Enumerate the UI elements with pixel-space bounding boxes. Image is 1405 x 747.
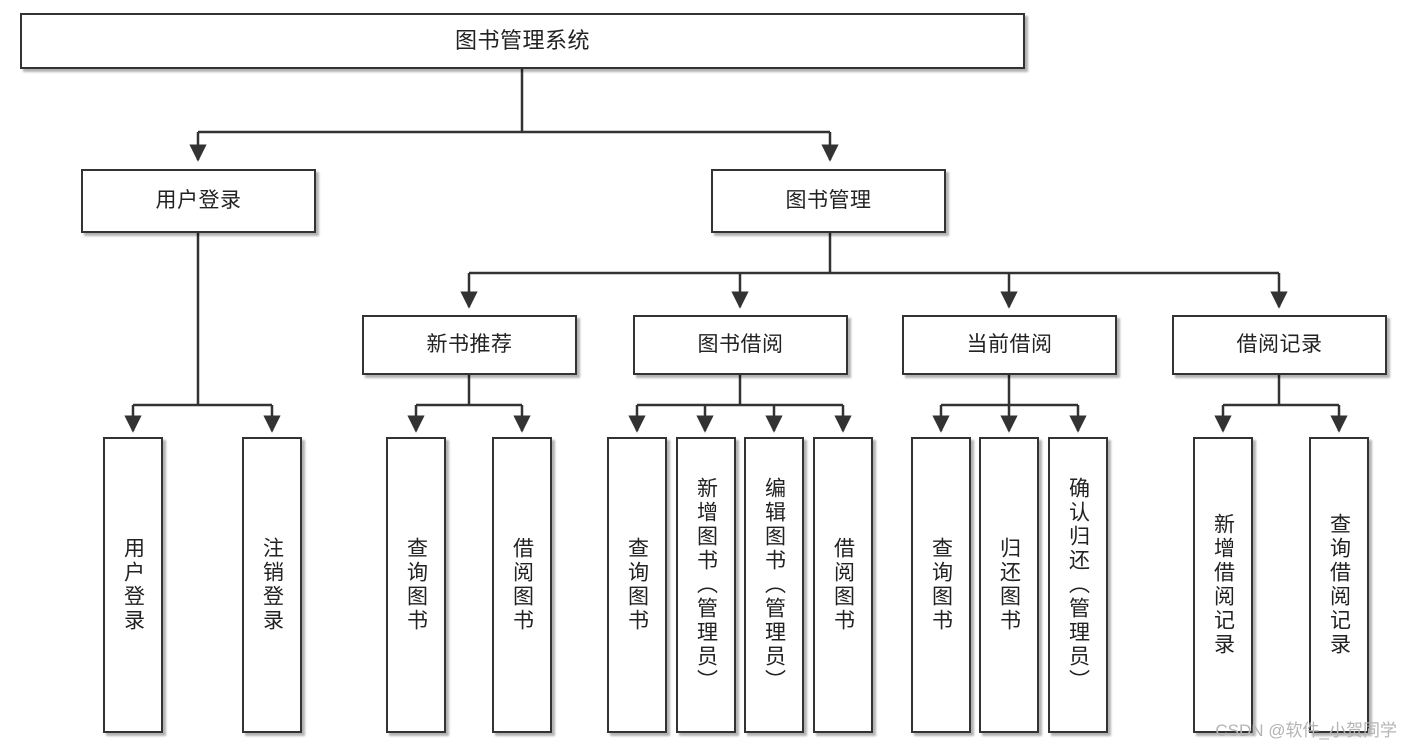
node-current-borrow[interactable]: 当前借阅: [902, 315, 1117, 375]
node-label: 确认归还（管理员）: [1066, 477, 1090, 693]
node-label: 图书借阅: [697, 333, 784, 357]
node-label: 图书管理系统: [454, 27, 590, 53]
node-new-book-recommend[interactable]: 新书推荐: [362, 315, 577, 375]
node-leaf-return-book[interactable]: 归还图书: [979, 437, 1039, 733]
node-label: 新增借阅记录: [1211, 513, 1235, 657]
node-leaf-query-book-1[interactable]: 查询图书: [386, 437, 446, 733]
node-label: 新增图书（管理员）: [694, 477, 718, 693]
node-leaf-query-record[interactable]: 查询借阅记录: [1309, 437, 1369, 733]
node-borrow-record[interactable]: 借阅记录: [1172, 315, 1387, 375]
node-book-management[interactable]: 图书管理: [711, 169, 946, 233]
node-book-borrow[interactable]: 图书借阅: [633, 315, 848, 375]
node-leaf-confirm-return[interactable]: 确认归还（管理员）: [1048, 437, 1108, 733]
node-leaf-logout[interactable]: 注销登录: [242, 437, 302, 733]
node-label: 借阅图书: [510, 537, 534, 633]
node-label: 用户登录: [121, 537, 145, 633]
node-user-login[interactable]: 用户登录: [81, 169, 316, 233]
node-leaf-query-book-3[interactable]: 查询图书: [911, 437, 971, 733]
node-root-book-management-system[interactable]: 图书管理系统: [20, 13, 1025, 69]
node-label: 当前借阅: [966, 333, 1053, 357]
node-leaf-borrow-book-2[interactable]: 借阅图书: [813, 437, 873, 733]
node-label: 借阅图书: [831, 537, 855, 633]
node-label: 查询借阅记录: [1327, 513, 1351, 657]
node-label: 查询图书: [625, 537, 649, 633]
node-label: 编辑图书（管理员）: [762, 477, 786, 693]
node-leaf-borrow-book-1[interactable]: 借阅图书: [492, 437, 552, 733]
node-leaf-query-book-2[interactable]: 查询图书: [607, 437, 667, 733]
watermark: CSDN @软件_小贺同学: [1215, 721, 1397, 740]
node-leaf-add-record[interactable]: 新增借阅记录: [1193, 437, 1253, 733]
node-label: 借阅记录: [1236, 333, 1323, 357]
node-leaf-user-login[interactable]: 用户登录: [103, 437, 163, 733]
node-label: 注销登录: [260, 537, 284, 633]
node-label: 图书管理: [785, 189, 872, 213]
node-label: 新书推荐: [426, 333, 513, 357]
node-label: 用户登录: [155, 189, 242, 213]
node-leaf-add-book[interactable]: 新增图书（管理员）: [676, 437, 736, 733]
node-label: 查询图书: [929, 537, 953, 633]
node-label: 查询图书: [404, 537, 428, 633]
node-label: 归还图书: [997, 537, 1021, 633]
node-leaf-edit-book[interactable]: 编辑图书（管理员）: [744, 437, 804, 733]
